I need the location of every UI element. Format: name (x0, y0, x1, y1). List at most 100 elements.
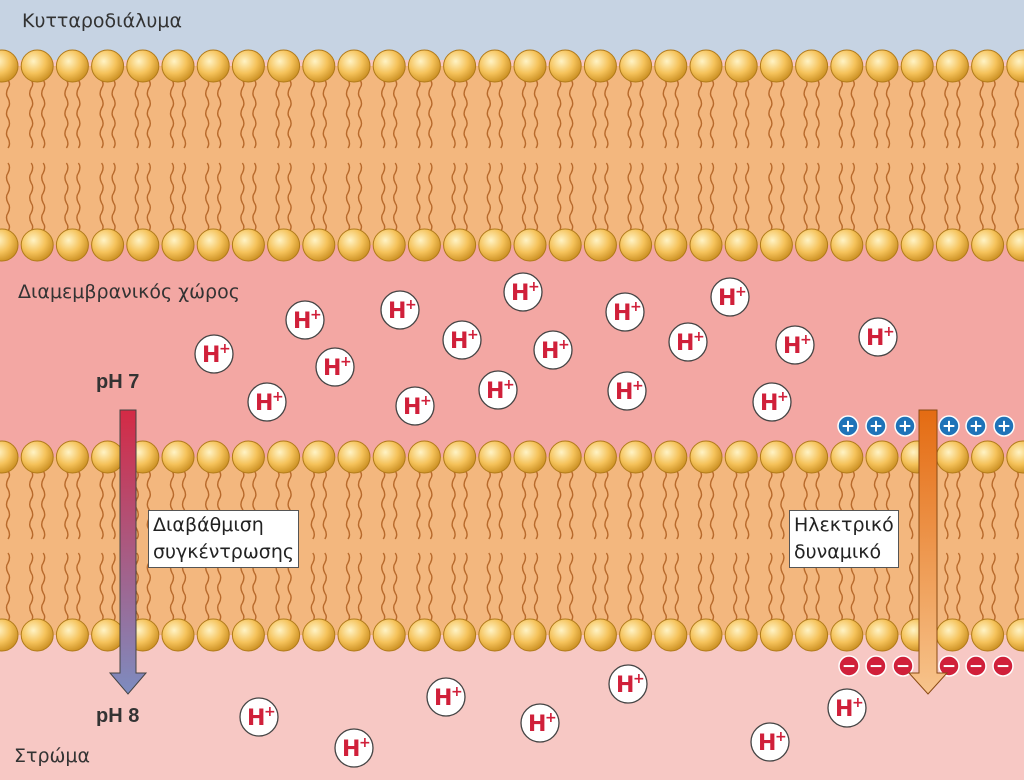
lipid-head (935, 440, 969, 474)
lipid-head (971, 228, 1005, 262)
proton-charge: + (777, 389, 789, 405)
lipid-head (443, 440, 477, 474)
positive-charge: + (865, 415, 887, 437)
lipid-head (759, 440, 793, 474)
lipid-head (935, 49, 969, 83)
lipid-head (161, 49, 195, 83)
lipid-head (513, 49, 547, 83)
lipid-head (231, 49, 265, 83)
negative-charge-symbol: − (942, 657, 956, 677)
lipid-head (513, 618, 547, 652)
lipid-head (302, 228, 336, 262)
lipid-head (654, 228, 688, 262)
lipid-head (971, 618, 1005, 652)
lipid-head (935, 618, 969, 652)
outer-membrane (0, 49, 1024, 262)
lipid-head (583, 49, 617, 83)
lipid-head (1006, 440, 1024, 474)
lipid-head (231, 440, 265, 474)
proton-charge: + (528, 279, 540, 295)
proton-symbol: H (615, 380, 633, 405)
lipid-head (759, 618, 793, 652)
proton-ion: H+ (380, 290, 420, 330)
proton-charge: + (359, 735, 371, 751)
lipid-head (583, 228, 617, 262)
negative-charge-symbol: − (896, 657, 910, 677)
concentration-gradient-line1: Διαβάθμιση (153, 514, 264, 536)
positive-charge-symbol: + (841, 417, 855, 437)
proton-charge: + (272, 389, 284, 405)
negative-charge: − (865, 655, 887, 677)
lipid-head (161, 228, 195, 262)
negative-charge: − (938, 655, 960, 677)
lipid-head (724, 618, 758, 652)
lipid-head (795, 228, 829, 262)
proton-charge: + (800, 332, 812, 348)
lipid-head (196, 228, 230, 262)
stroma-label: Στρώμα (14, 745, 91, 767)
lipid-head (724, 440, 758, 474)
lipid-head (619, 618, 653, 652)
lipid-head (55, 440, 89, 474)
proton-ion: H+ (520, 703, 560, 743)
outer-membrane-core (0, 66, 1024, 245)
proton-charge: + (558, 337, 570, 353)
proton-ion: H+ (533, 330, 573, 370)
lipid-head (337, 440, 371, 474)
positive-charge: + (993, 415, 1015, 437)
proton-charge: + (775, 729, 787, 745)
lipid-head (91, 618, 125, 652)
lipid-head (548, 228, 582, 262)
lipid-head (795, 440, 829, 474)
proton-ion: H+ (608, 664, 648, 704)
proton-charge: + (545, 710, 557, 726)
proton-ion: H+ (752, 382, 792, 422)
lipid-head (971, 49, 1005, 83)
lipid-head (654, 440, 688, 474)
lipid-head (372, 618, 406, 652)
proton-ion: H+ (285, 300, 325, 340)
proton-symbol: H (255, 391, 273, 416)
proton-symbol: H (403, 395, 421, 420)
lipid-head (759, 228, 793, 262)
lipid-head (267, 440, 301, 474)
proton-symbol: H (866, 326, 884, 351)
lipid-head (231, 228, 265, 262)
proton-charge: + (632, 378, 644, 394)
proton-charge: + (340, 354, 352, 370)
positive-charge: + (938, 415, 960, 437)
proton-ion: H+ (827, 688, 867, 728)
lipid-head (267, 228, 301, 262)
negative-charge-symbol: − (869, 657, 883, 677)
proton-ion: H+ (442, 320, 482, 360)
lipid-head (583, 440, 617, 474)
lipid-head (20, 618, 54, 652)
lipid-head (126, 49, 160, 83)
concentration-gradient-box: Διαβάθμιση συγκέντρωσης (148, 510, 300, 568)
cytosol-region (0, 0, 1024, 60)
lipid-head (619, 440, 653, 474)
proton-charge: + (310, 307, 322, 323)
proton-ion: H+ (503, 272, 543, 312)
proton-symbol: H (202, 343, 220, 368)
lipid-head (91, 440, 125, 474)
lipid-head (689, 440, 723, 474)
lipid-head (619, 228, 653, 262)
electric-potential-arrow (907, 409, 949, 695)
lipid-head (689, 618, 723, 652)
lipid-head (126, 228, 160, 262)
proton-symbol: H (342, 737, 360, 762)
lipid-head (0, 49, 19, 83)
proton-symbol: H (293, 309, 311, 334)
positive-charge-symbol: + (942, 417, 956, 437)
lipid-head (20, 440, 54, 474)
lipid-head (583, 618, 617, 652)
lipid-head (337, 228, 371, 262)
lipid-head (900, 49, 934, 83)
lipid-head (55, 49, 89, 83)
negative-charge-symbol: − (842, 657, 856, 677)
proton-ion: H+ (858, 317, 898, 357)
proton-ion: H+ (239, 697, 279, 737)
